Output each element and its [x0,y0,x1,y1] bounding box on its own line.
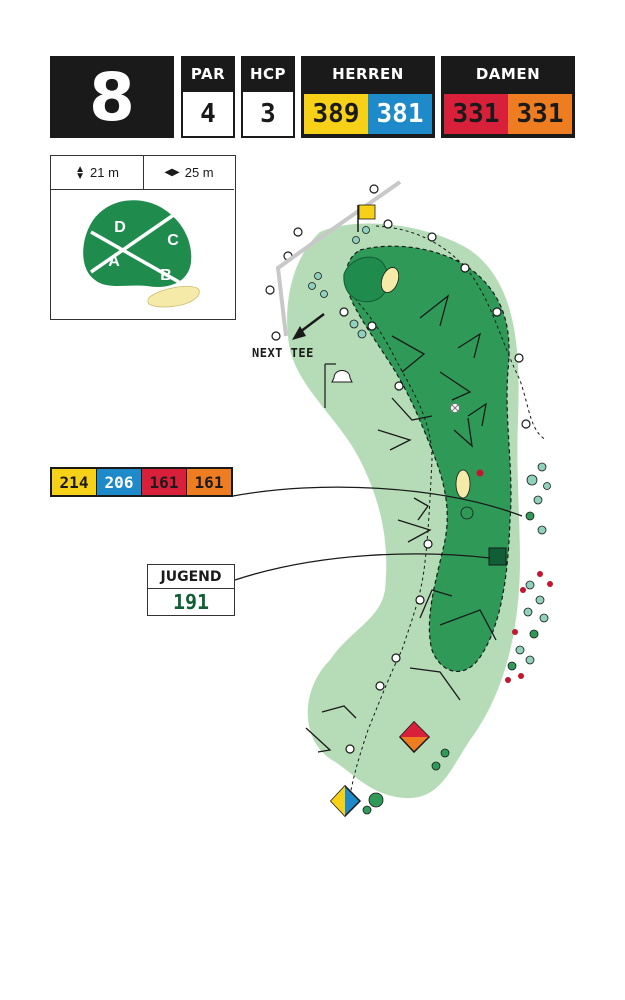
green-detail-panel: ▲▼ 21 m ◀▶ 25 m D C A B [50,155,236,320]
jugend-leader-line [234,553,491,581]
next-tee-label: NEXT TEE [252,346,314,360]
green-width-value: 25 m [184,165,214,180]
red-distance-marker [476,469,484,477]
green-bunker [147,286,200,308]
jugend-distance: 191 [147,589,235,616]
green-zone-d: D [114,219,126,236]
flag-icon [357,204,376,232]
herren-blue-tee: 381 [368,94,432,134]
green-zone-c: C [167,232,179,249]
green-width-cell: ◀▶ 25 m [144,156,234,190]
damen-values: 331 331 [441,92,575,138]
slope-marks [305,294,497,753]
layup-blue: 206 [97,469,141,495]
next-tee-arrow-icon [292,313,325,340]
damen-orange-tee: 331 [508,94,572,134]
par-value: 4 [181,92,235,138]
green-zones-diagram: D C A B [83,200,200,308]
fairway-bunker [455,469,471,499]
red-orange-tee-box-icon [398,720,431,754]
red-hazard-stakes [505,571,553,683]
layup-yellow: 214 [52,469,96,495]
bell-icon [324,363,353,408]
trees [308,226,551,815]
cart-path [347,299,433,809]
green-depth-value: 21 m [90,165,119,180]
green-zone-a: A [108,253,120,270]
greenside-bunker [380,267,400,293]
damen-red-tee: 331 [444,94,508,134]
yellow-blue-tee-box-icon [329,784,362,818]
yardage-marker-icon [450,403,460,413]
herren-values: 389 381 [301,92,435,138]
jugend-tee-marker [488,547,507,566]
green-depth-cell: ▲▼ 21 m [51,156,144,190]
layup-distance-row: 214 206 161 161 [50,467,233,497]
jugend-label: JUGEND [147,564,235,589]
hcp-value: 3 [241,92,295,138]
green-zone-b: B [160,267,172,284]
layup-leader-line [232,486,523,517]
herren-label: HERREN [301,56,435,92]
layup-orange: 161 [187,469,231,495]
layup-red: 161 [142,469,186,495]
herren-yellow-tee: 389 [304,94,368,134]
damen-label: DAMEN [441,56,575,92]
fairway-area [345,245,512,672]
up-down-arrow-icon: ▲▼ [75,163,85,182]
left-right-arrow-icon: ◀▶ [164,167,180,178]
hcp-label: HCP [241,56,295,92]
par-label: PAR [181,56,235,92]
hole-number: 8 [50,56,174,138]
boundary-line [375,225,547,441]
